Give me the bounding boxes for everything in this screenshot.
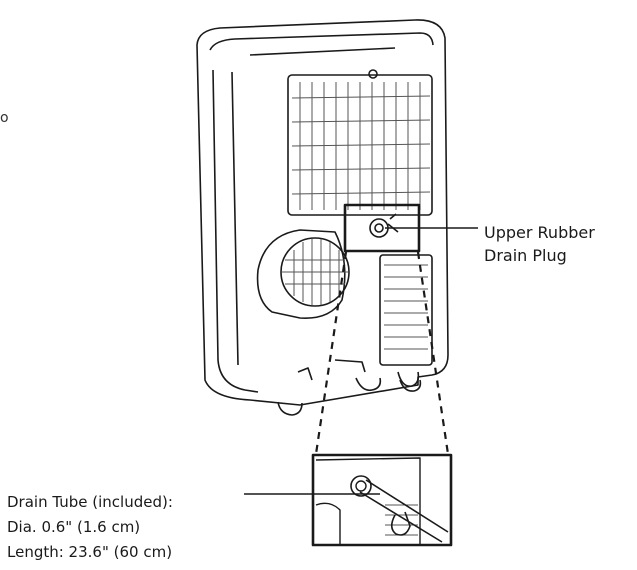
unit-body-outline — [196, 19, 449, 406]
drain-tube-label-line-1: Drain Tube (included): — [7, 493, 173, 511]
upper-grille-slats — [291, 82, 431, 210]
zoom-inset — [311, 453, 453, 547]
unit-side-panel — [212, 69, 259, 393]
upper-plug-core — [374, 223, 384, 233]
zoom-inset-frame — [311, 453, 453, 547]
lower-grille-frame — [379, 254, 433, 366]
inset-grille-slats — [385, 504, 418, 536]
inset-plug-core — [355, 480, 367, 492]
top-sensor-dot — [368, 69, 378, 79]
upper-grille-frame — [287, 74, 433, 216]
inset-rubber-plug — [390, 511, 411, 536]
inset-plug-ring — [350, 475, 372, 497]
bottom-drain-fittings — [297, 359, 420, 392]
unit-top-recess — [249, 47, 396, 56]
drain-tube-label: Drain Tube (included): Dia. 0.6" (1.6 cm… — [7, 490, 173, 565]
portable-ac-unit — [196, 19, 449, 416]
exhaust-grille-slats — [282, 239, 348, 305]
unit-top-handle — [209, 32, 434, 51]
edge-cut-glyph: o — [0, 110, 9, 126]
upper-plug-label: Upper Rubber Drain Plug — [484, 221, 595, 267]
drain-tube-label-line-3: Length: 23.6" (60 cm) — [7, 543, 173, 561]
drain-tube — [359, 479, 449, 543]
zoom-projection-lines — [314, 251, 450, 455]
inset-body-shape — [315, 457, 421, 545]
lower-grille-slats — [384, 264, 428, 350]
caster-right — [399, 379, 422, 392]
unit-side-edge — [231, 71, 239, 366]
caster-left — [277, 401, 303, 416]
upper-plug-label-line-1: Upper Rubber — [484, 223, 595, 242]
upper-plug-label-line-2: Drain Plug — [484, 246, 567, 265]
exhaust-port-grille — [280, 237, 350, 307]
exhaust-port-collar — [256, 229, 346, 319]
drain-tube-label-line-2: Dia. 0.6" (1.6 cm) — [7, 518, 141, 536]
